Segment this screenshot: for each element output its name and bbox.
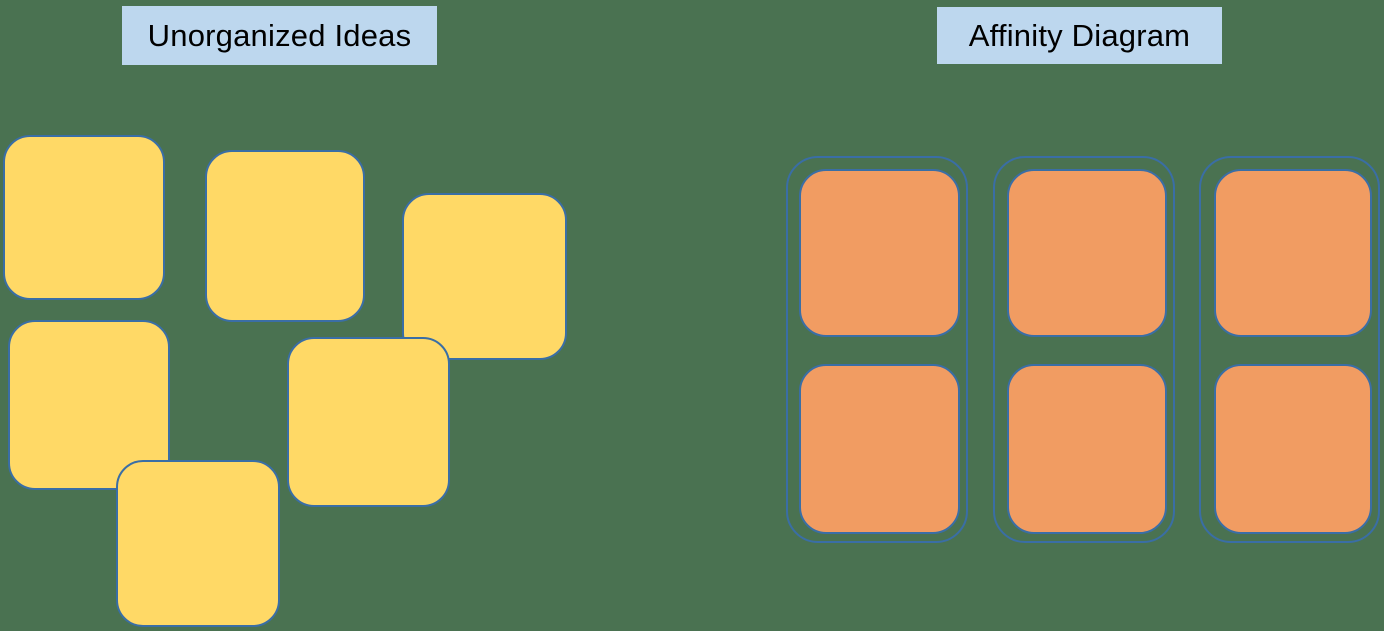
unorganized-ideas-title: Unorganized Ideas bbox=[122, 6, 437, 65]
sticky-note-unorganized-1[interactable] bbox=[3, 135, 165, 300]
sticky-note-unorganized-6[interactable] bbox=[116, 460, 280, 627]
sticky-note-group2-1[interactable] bbox=[1007, 169, 1167, 337]
sticky-note-unorganized-2[interactable] bbox=[205, 150, 365, 322]
sticky-note-group1-1[interactable] bbox=[799, 169, 960, 337]
sticky-note-unorganized-5[interactable] bbox=[287, 337, 450, 507]
sticky-note-group3-2[interactable] bbox=[1214, 364, 1372, 534]
sticky-note-group2-2[interactable] bbox=[1007, 364, 1167, 534]
affinity-group-2[interactable] bbox=[993, 156, 1175, 543]
affinity-diagram-title: Affinity Diagram bbox=[937, 7, 1222, 64]
sticky-note-group1-2[interactable] bbox=[799, 364, 960, 534]
sticky-note-unorganized-3[interactable] bbox=[402, 193, 567, 360]
sticky-note-group3-1[interactable] bbox=[1214, 169, 1372, 337]
affinity-group-3[interactable] bbox=[1199, 156, 1380, 543]
affinity-group-1[interactable] bbox=[786, 156, 968, 543]
